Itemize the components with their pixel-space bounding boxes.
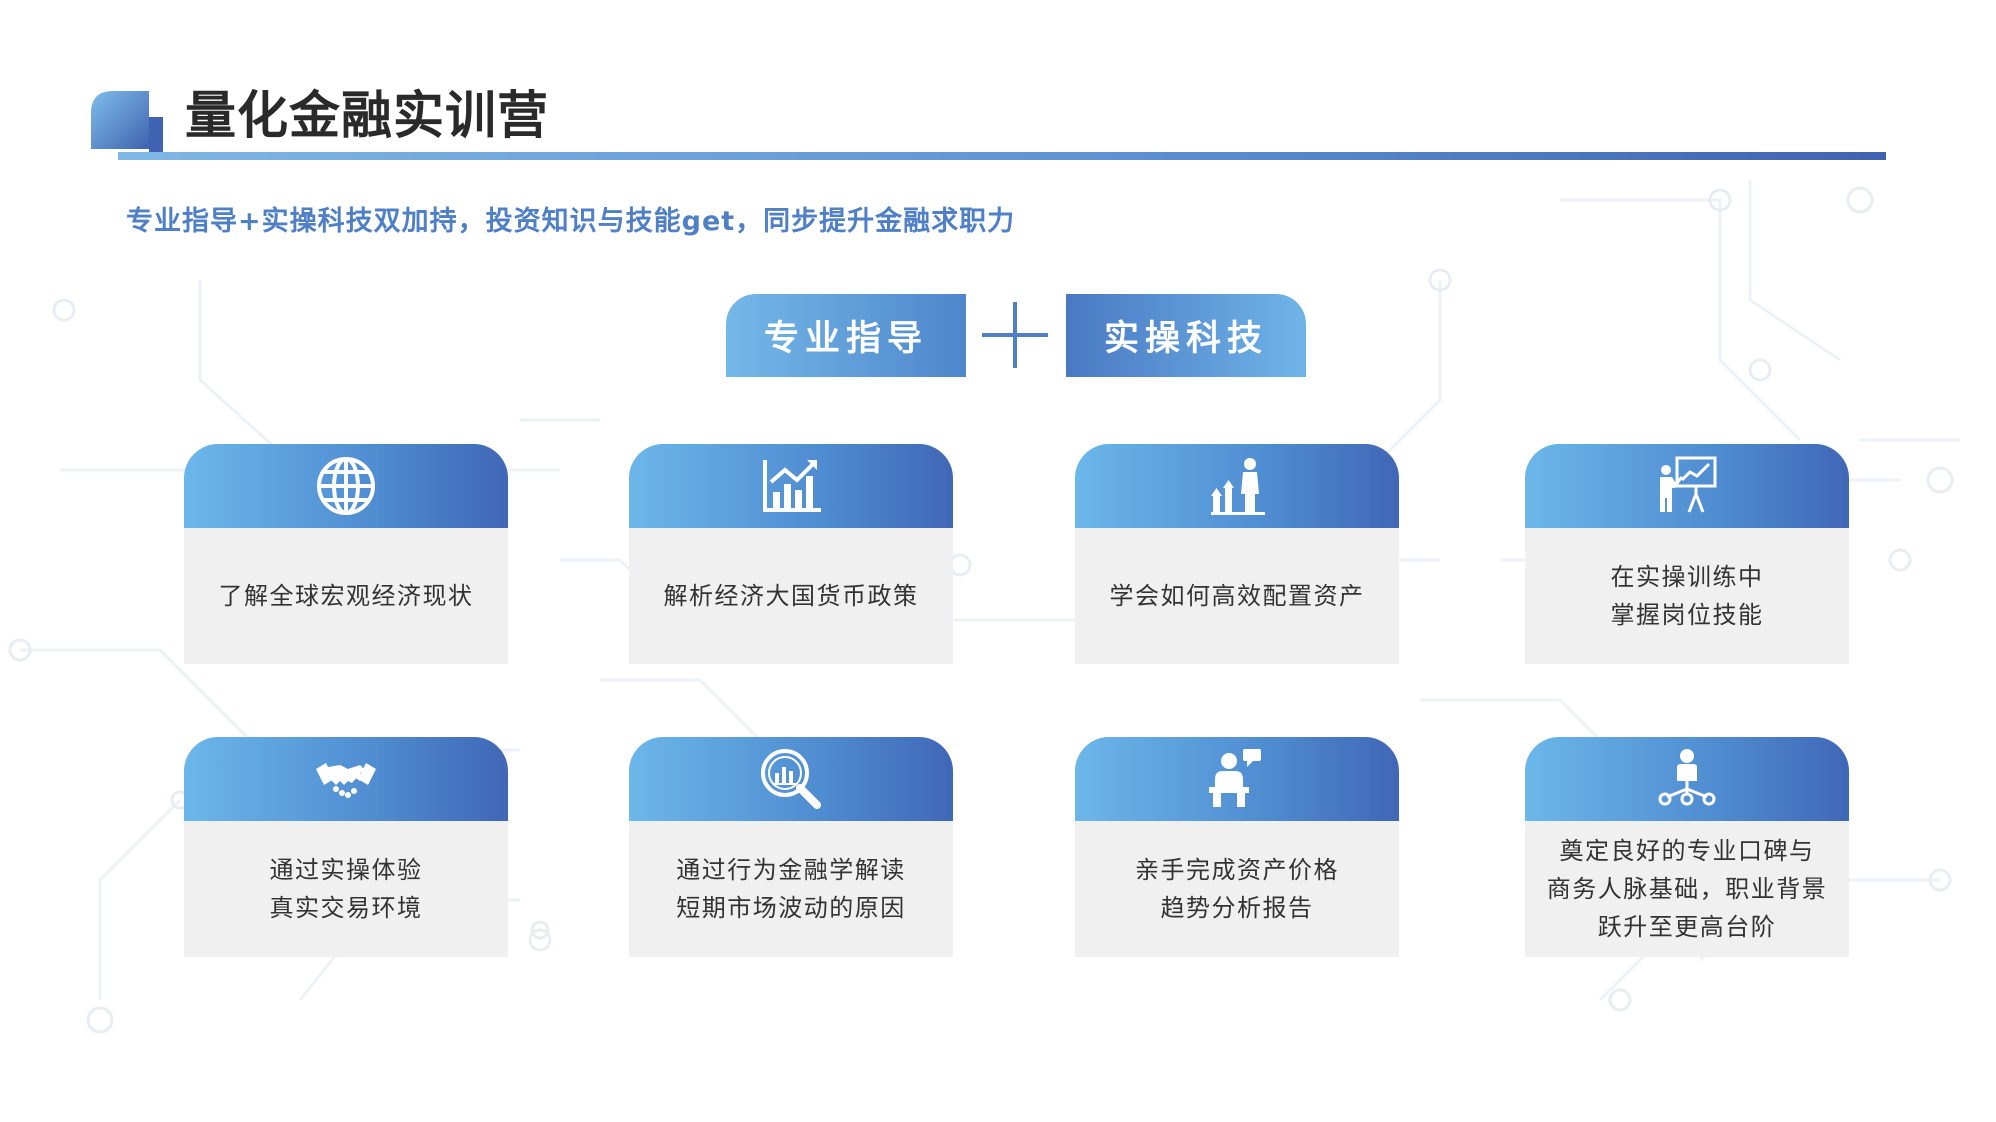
card-text-line: 奠定良好的专业口碑与 — [1559, 837, 1815, 865]
badge-professional-guidance: 专业指导 — [726, 294, 966, 377]
plus-icon — [982, 302, 1048, 368]
card-text: 学会如何高效配置资产 — [1075, 528, 1399, 664]
card-text: 在实操训练中 掌握岗位技能 — [1525, 528, 1849, 664]
feature-card: 通过行为金融学解读 短期市场波动的原因 — [629, 737, 953, 957]
page-title: 量化金融实训营 — [185, 87, 550, 146]
card-text-line: 短期市场波动的原因 — [676, 894, 906, 922]
feature-card: 了解全球宏观经济现状 — [184, 444, 508, 664]
card-text: 奠定良好的专业口碑与 商务人脉基础，职业背景 跃升至更高台阶 — [1525, 821, 1849, 957]
handshake-icon — [316, 763, 376, 798]
card-text-line: 亲手完成资产价格 — [1135, 856, 1339, 884]
feature-card: 在实操训练中 掌握岗位技能 — [1525, 444, 1849, 664]
title-underline — [118, 152, 1886, 160]
card-text-line: 了解全球宏观经济现状 — [218, 582, 474, 610]
globe-icon — [317, 457, 375, 515]
feature-card: 奠定良好的专业口碑与 商务人脉基础，职业背景 跃升至更高台阶 — [1525, 737, 1849, 957]
card-text-line: 真实交易环境 — [269, 894, 423, 922]
card-text-line: 掌握岗位技能 — [1610, 601, 1764, 629]
card-text: 亲手完成资产价格 趋势分析报告 — [1075, 821, 1399, 957]
card-header — [629, 737, 953, 821]
bar-chart-trend-icon — [763, 460, 821, 512]
card-header — [1525, 444, 1849, 528]
network-person-icon — [1658, 749, 1716, 806]
card-text-line: 跃升至更高台阶 — [1597, 913, 1777, 941]
card-text-line: 通过行为金融学解读 — [676, 856, 906, 884]
card-header — [1075, 737, 1399, 821]
card-text-line: 学会如何高效配置资产 — [1109, 582, 1365, 610]
card-text-line: 在实操训练中 — [1610, 563, 1764, 591]
feature-card: 解析经济大国货币政策 — [629, 444, 953, 664]
card-text-line: 趋势分析报告 — [1160, 894, 1314, 922]
feature-card: 学会如何高效配置资产 — [1075, 444, 1399, 664]
badge-practical-tech: 实操科技 — [1066, 294, 1306, 377]
card-text: 解析经济大国货币政策 — [629, 528, 953, 664]
card-header — [1075, 444, 1399, 528]
card-text: 通过实操体验 真实交易环境 — [184, 821, 508, 957]
card-header — [629, 444, 953, 528]
card-header — [1525, 737, 1849, 821]
card-text: 通过行为金融学解读 短期市场波动的原因 — [629, 821, 953, 957]
feature-card: 通过实操体验 真实交易环境 — [184, 737, 508, 957]
person-growth-chart-icon — [1211, 458, 1265, 515]
title-decoration-icon — [91, 91, 163, 157]
meeting-icon — [1209, 749, 1261, 807]
magnifier-chart-icon — [761, 749, 821, 809]
page-subtitle: 专业指导+实操科技双加持，投资知识与技能get，同步提升金融求职力 — [126, 206, 1016, 237]
feature-card: 亲手完成资产价格 趋势分析报告 — [1075, 737, 1399, 957]
presenter-board-icon — [1660, 456, 1717, 513]
card-text-line: 通过实操体验 — [269, 856, 423, 884]
card-header — [184, 737, 508, 821]
card-text-line: 商务人脉基础，职业背景 — [1546, 875, 1828, 903]
card-header — [184, 444, 508, 528]
card-text-line: 解析经济大国货币政策 — [663, 582, 919, 610]
card-text: 了解全球宏观经济现状 — [184, 528, 508, 664]
